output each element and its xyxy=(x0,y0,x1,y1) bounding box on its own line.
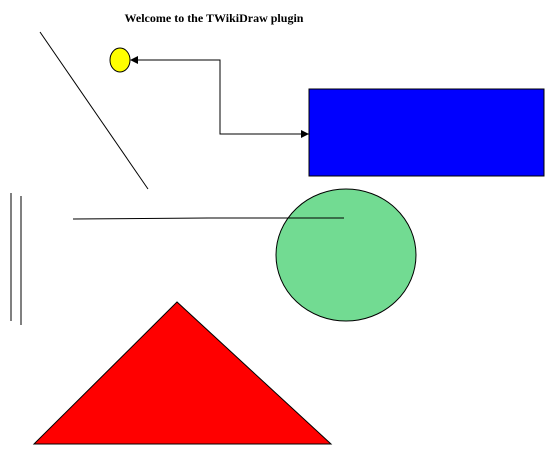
connector-start-arrowhead xyxy=(301,130,309,138)
horizontal-line[interactable] xyxy=(72,217,344,220)
drawing-title: Welcome to the TWikiDraw plugin xyxy=(124,11,304,25)
red-triangle[interactable] xyxy=(32,301,333,445)
small-yellow-ellipse[interactable] xyxy=(109,47,131,73)
diagonal-line[interactable] xyxy=(39,31,149,190)
elbow-connector[interactable] xyxy=(130,56,309,135)
blue-rectangle[interactable] xyxy=(308,88,545,177)
green-circle[interactable] xyxy=(275,188,417,322)
